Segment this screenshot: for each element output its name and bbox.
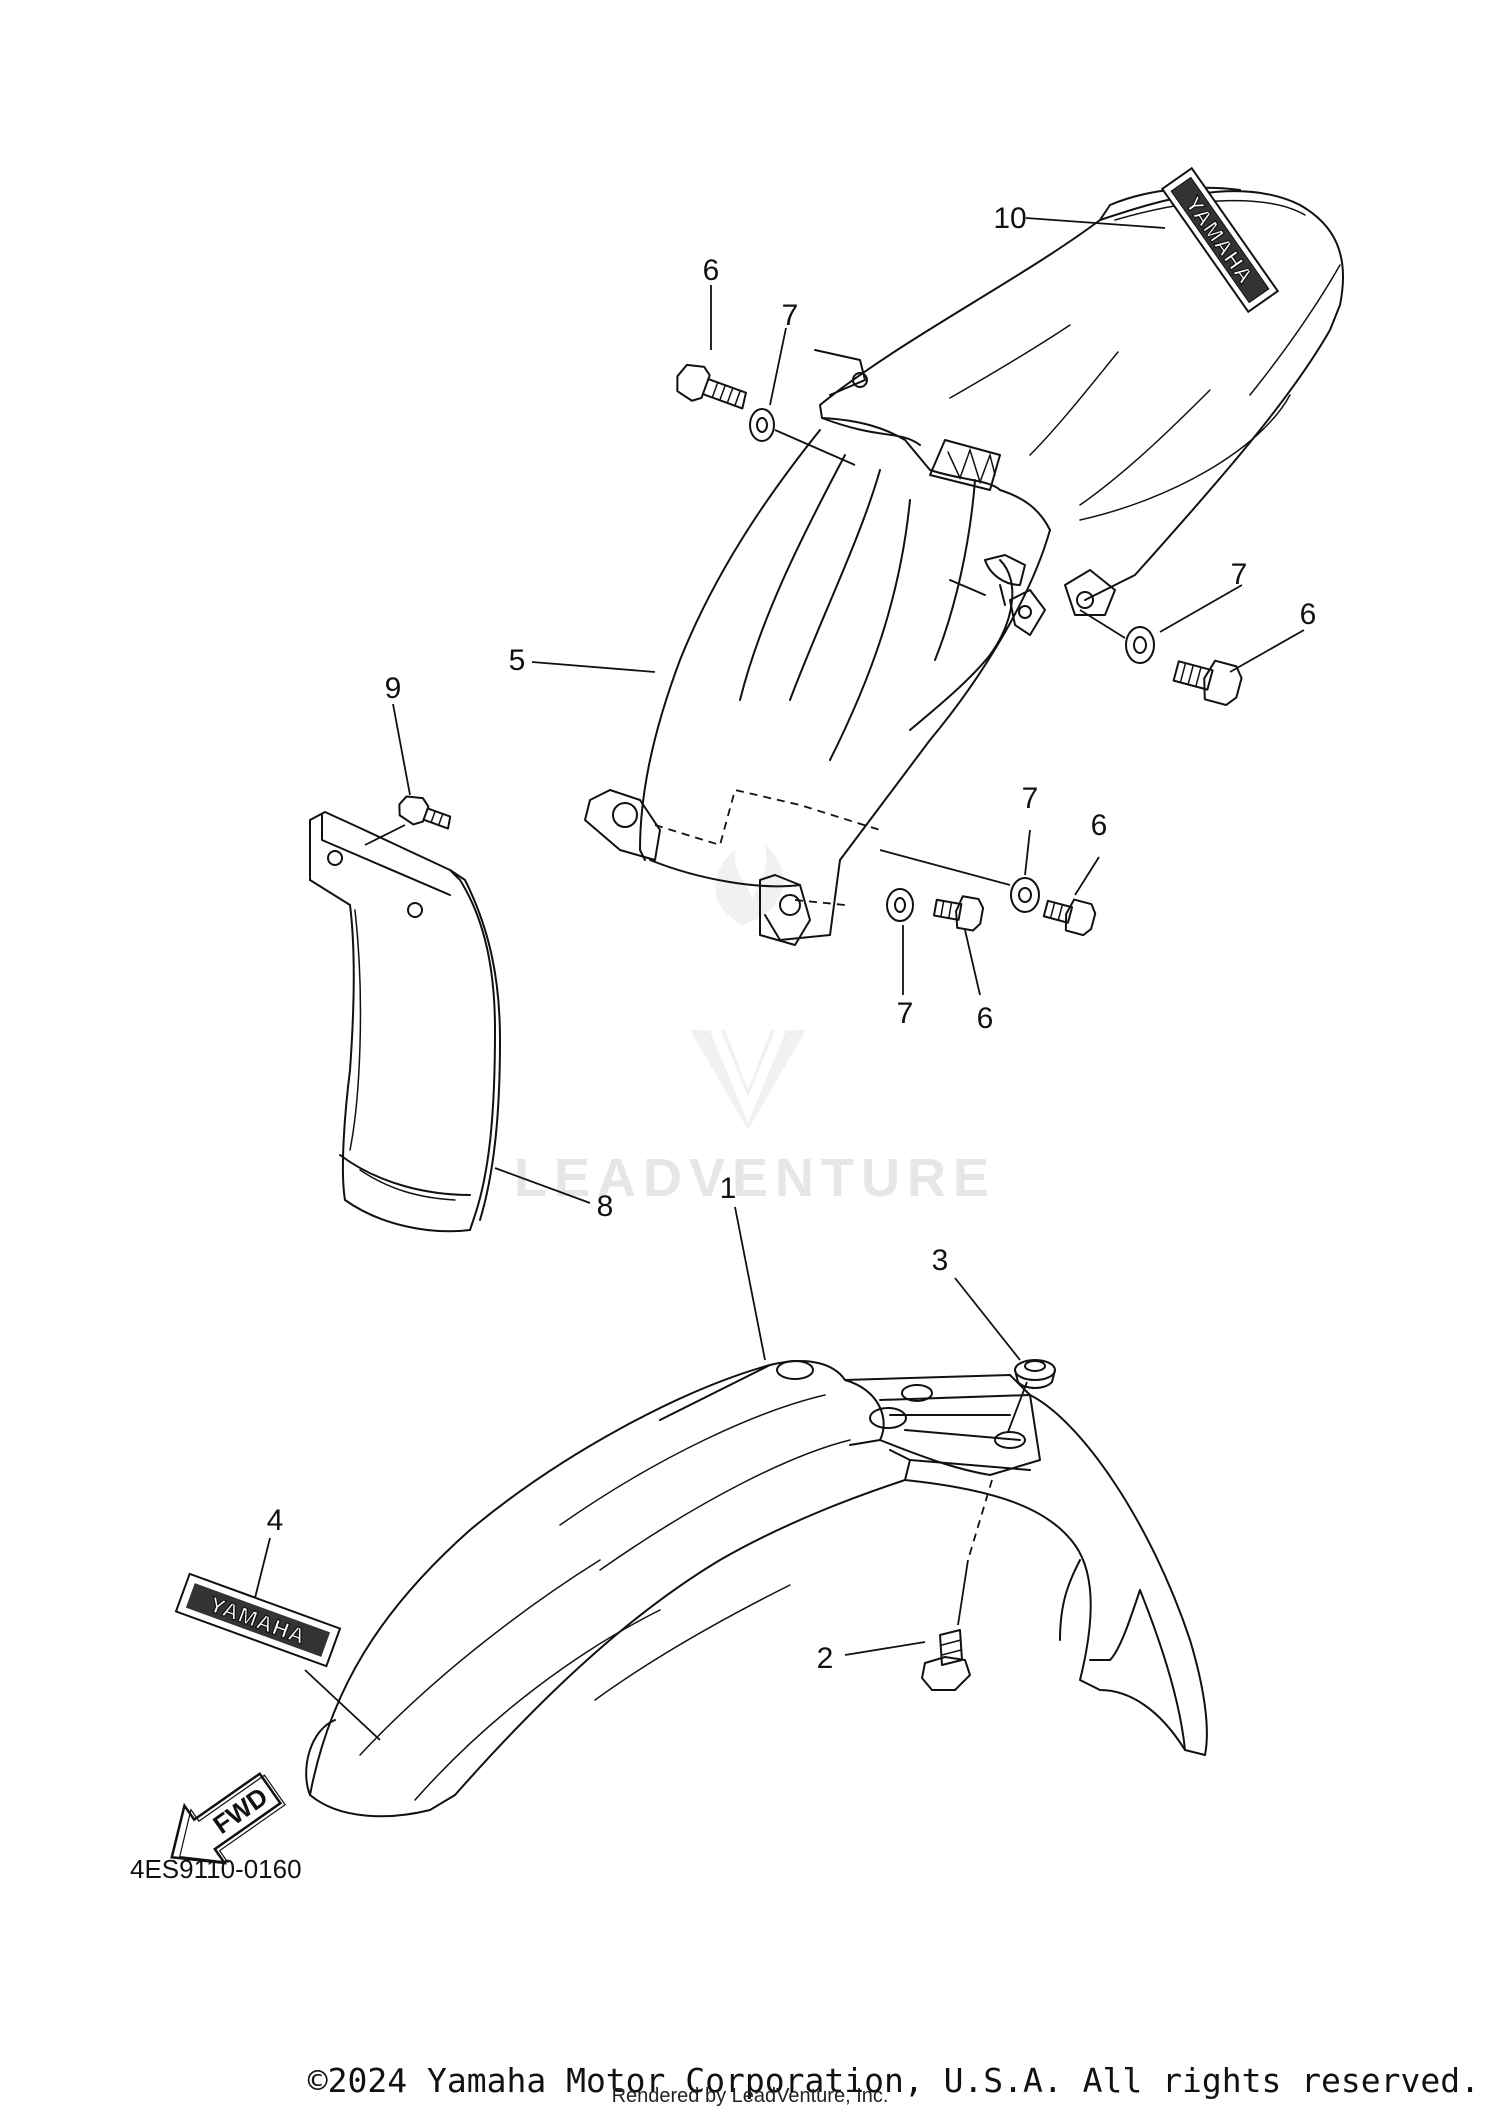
callout-7: 7 (1231, 558, 1248, 591)
callout-4: 4 (267, 1504, 284, 1537)
callout-6: 6 (703, 254, 720, 287)
fork-guard-part-8 (309, 811, 501, 1233)
rear-fender-part-5 (584, 186, 1344, 946)
callout-5: 5 (509, 644, 526, 677)
rear-fender-decal-part-10: YAMAHA (1160, 166, 1280, 314)
grommet-icon (1014, 1359, 1056, 1389)
bolt-icon (1042, 898, 1097, 937)
diagram-part-code: 4ES9110-0160 (130, 1854, 302, 1884)
bolt-icon (676, 363, 747, 410)
callout-6: 6 (1300, 598, 1317, 631)
washer-icon (749, 408, 775, 442)
front-fender-part-1 (305, 1359, 1208, 1818)
callout-9: 9 (385, 672, 402, 705)
washer-icon (886, 888, 914, 922)
leadventure-watermark-logo (690, 845, 806, 1130)
bolt-icon (398, 795, 452, 830)
callout-10: 10 (993, 202, 1026, 235)
callout-6: 6 (1091, 809, 1108, 842)
callout-7: 7 (782, 299, 799, 332)
callout-7: 7 (897, 997, 914, 1030)
callout-7: 7 (1022, 782, 1039, 815)
callout-8: 8 (597, 1190, 614, 1223)
bolt-icon (921, 1629, 971, 1691)
callout-6: 6 (977, 1002, 994, 1035)
rendered-by-credit: Rendered by LeadVenture, Inc. (612, 2085, 889, 2107)
bolt-icon (1172, 659, 1243, 707)
washer-icon (1010, 877, 1040, 913)
watermark-text: LEADVENTURE (514, 1148, 996, 1208)
callout-3: 3 (932, 1244, 949, 1277)
callout-1: 1 (720, 1172, 737, 1205)
bolt-icon (932, 895, 985, 932)
washer-icon (1125, 626, 1155, 664)
callout-2: 2 (817, 1642, 834, 1675)
copyright-notice: ©2024 Yamaha Motor Corporation, U.S.A. A… (308, 2061, 1480, 2100)
